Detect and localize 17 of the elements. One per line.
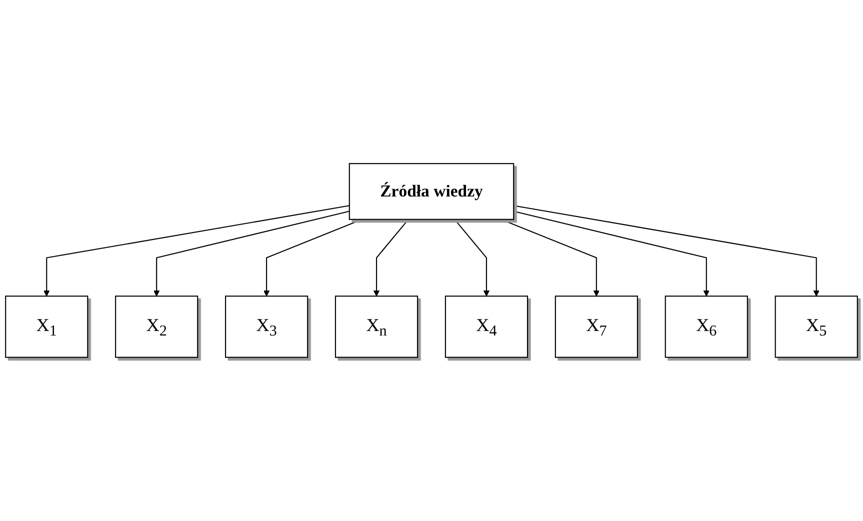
arrow (514, 205, 820, 296)
node-box: X$_{7}$ (554, 296, 638, 358)
node-box: X$_{5}$ (774, 296, 858, 358)
arrow (263, 218, 362, 296)
arrow (500, 218, 600, 296)
arrow (154, 210, 350, 296)
node-box: X$_{3}$ (225, 296, 308, 358)
node-box: X$_{n}$ (334, 296, 418, 358)
arrow (44, 205, 350, 296)
node-box: Źródła wiedzy (348, 163, 514, 220)
node-box: X$_{6}$ (664, 296, 748, 358)
arrow (513, 210, 710, 296)
node-box: X$_{2}$ (115, 296, 198, 358)
arrow (373, 219, 409, 296)
node-box: X$_{1}$ (5, 296, 88, 358)
node-box: X$_{4}$ (444, 296, 528, 358)
arrow (454, 219, 490, 296)
